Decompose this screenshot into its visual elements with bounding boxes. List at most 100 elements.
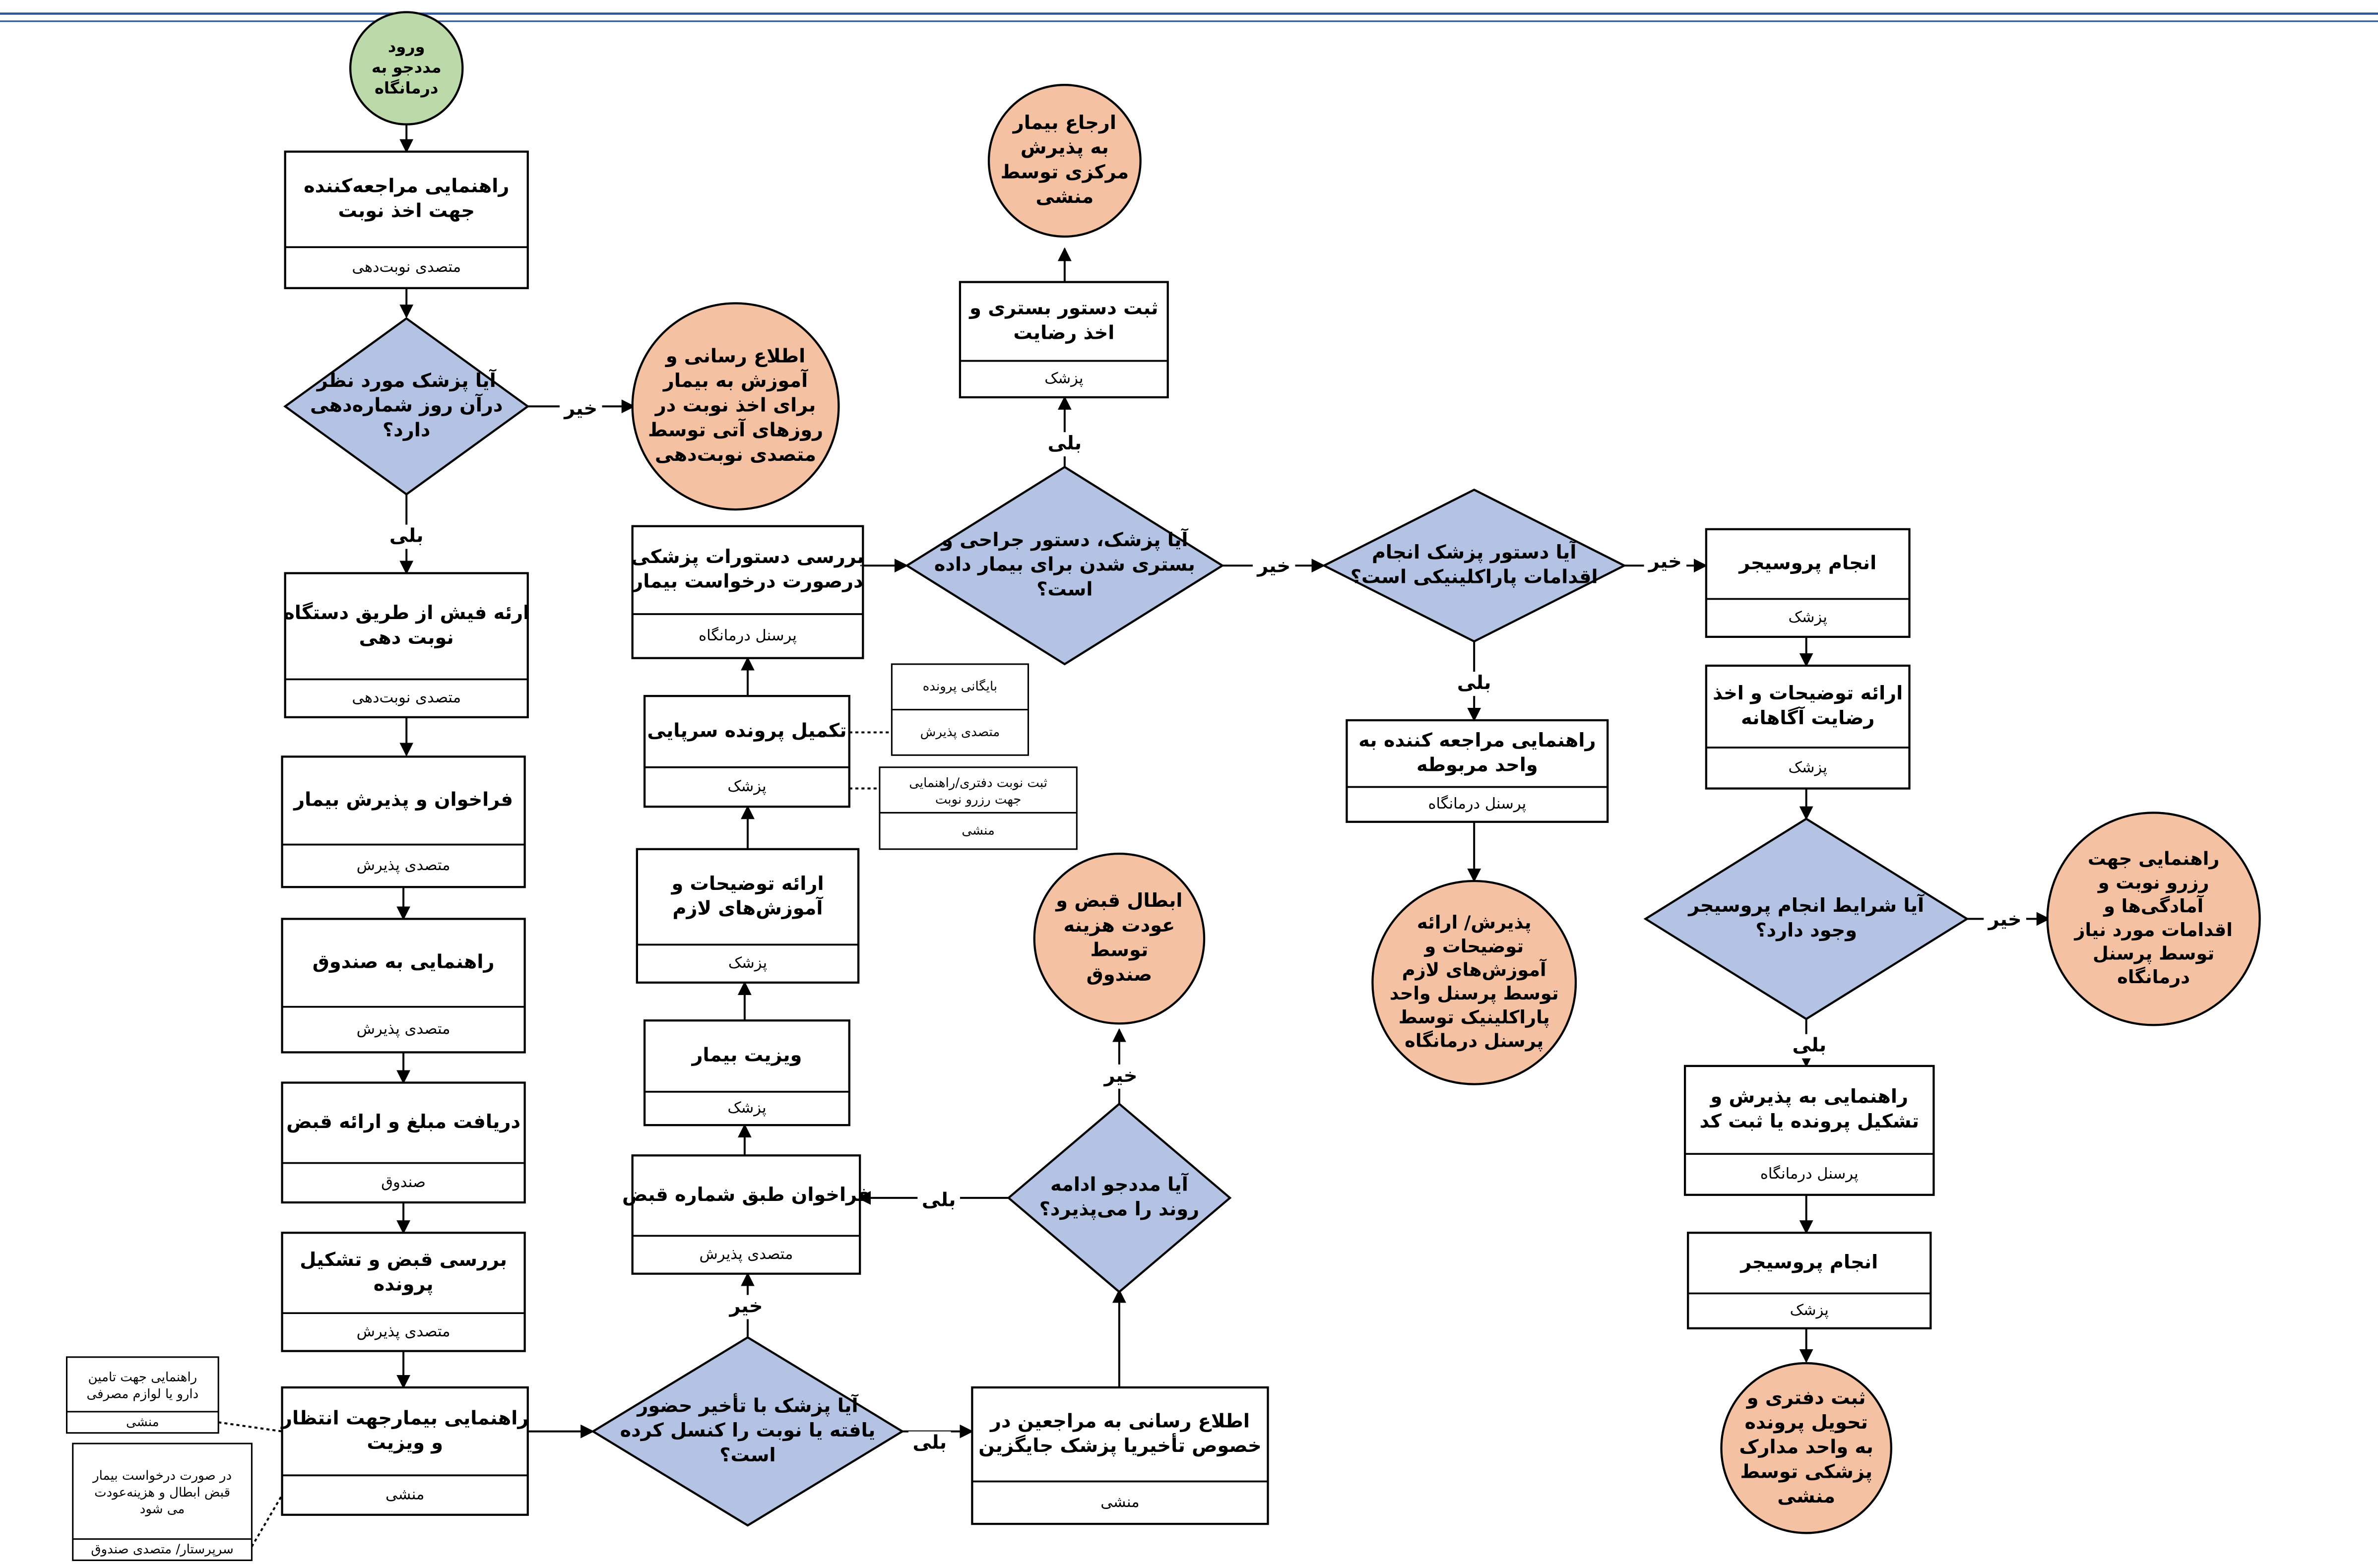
process-box-frame [636,848,860,984]
edge-label-backdrop [559,397,602,422]
decision-question: روند را می‌پذیرد؟ [1039,1198,1199,1220]
process-label: اطلاع رسانی به مراجعین در [989,1410,1250,1432]
edge-label: بلی [1792,1035,1826,1057]
process-box: راهنمایی مراجعه‌کننده جهت اخذ نوبت متصدی ن… [284,150,529,289]
process-actor: متصدی پذیرش [699,1246,793,1263]
end-label: به پذیرش [1021,137,1109,159]
decision-diamond: آیا پزشک، دستور جراحی و بستری شدن برای بی… [904,465,1224,666]
process-label: ارائه توضیحات و [670,873,824,895]
end-circle [1720,1362,1892,1534]
end-label: راهنمایی جهت [2088,848,2220,870]
end-label: رزرو نوبت و [2097,872,2209,893]
process-label: راهنمایی به صندوق [313,951,495,973]
edge-label: خیر [1256,556,1290,577]
process-box-frame [284,572,529,719]
edge-label: خیر [1648,551,1682,573]
process-label: جهت اخذ نوبت [338,200,475,222]
end-label: تحویل پرونده [1744,1412,1867,1434]
end-label: درمانگاه [2117,966,2190,988]
process-actor: پزشک [1789,609,1827,626]
end-circle [1033,852,1206,1025]
end-label: توضیحات و [1423,936,1524,957]
process-label: بررسی قبض و تشکیل [300,1249,507,1271]
process-label: بررسی دستورات پزشکی [631,546,864,568]
process-actor: پرسنل درمانگاه [1428,795,1526,813]
end-label: صندوق [1087,964,1152,986]
process-label: تکمیل پرونده سرپایی [647,720,846,742]
end-label: توسط پرسنل واحد [1390,983,1559,1004]
process-box-frame [281,1386,529,1516]
end-label: ثبت دفتری و [1746,1387,1866,1409]
decision-question: بستری شدن برای بیمار داده [934,554,1195,576]
start-label: ورود [388,37,425,56]
end-label: پزشکی توسط [1740,1461,1872,1483]
process-box: راهنمایی به صندوق متصدی پذیرش [281,918,526,1054]
start-circle [349,11,464,125]
start-label: مددجو به [372,58,442,77]
note-text: قبض ابطال و هزینه‌عودت [94,1485,230,1500]
note-text: دارو یا لوازم مصرفی [86,1386,198,1401]
process-box-frame [1346,719,1609,823]
note-box-frame [891,709,1029,756]
process-label: آموزش‌های لازم [673,896,824,919]
process-actor: پزشک [1044,370,1083,387]
process-actor: منشی [386,1486,424,1504]
process-label: راهنمایی بیمارجهت انتظار [280,1407,528,1429]
process-label: راهنمایی مراجعه‌کننده [304,176,509,197]
decision-question: یافته یا نوبت را کنسل کرده [620,1420,876,1442]
process-actor: صندوق [381,1174,426,1191]
edge-label-backdrop [385,524,428,549]
end-circle [1371,879,1577,1085]
decision-question: آیا پزشک مورد نظر [316,369,497,392]
process-actor: متصدی نوبت‌دهی [352,689,461,706]
end-label: پذیرش/ ارائه [1417,912,1532,933]
process-actor: متصدی پذیرش [357,857,450,874]
decision-question: آیا مددجو ادامه [1050,1173,1189,1196]
process-actor: متصدی پذیرش [357,1020,450,1038]
edge-label-backdrop [725,1295,768,1319]
process-actor: متصدی نوبت‌دهی [352,258,461,276]
process-box-frame [284,150,529,289]
decision-shape [1007,1102,1232,1294]
end-circle [2046,812,2261,1026]
note-text: ثبت نوبت دفتری/راهنمایی [909,775,1047,790]
edge-label-backdrop [1788,1034,1831,1059]
decision-shape [591,1336,904,1527]
decision-question: آیا پزشک با تأخیر حضور [636,1393,858,1417]
end-label: متصدی نوبت‌دهی [655,444,816,466]
edge-label: بلی [389,525,424,547]
decision-question: آیا پزشک، دستور جراحی و [940,528,1188,551]
process-box-frame [1683,1065,1935,1196]
process-label: انجام پروسیجر [1739,1252,1878,1273]
note-text: راهنمایی جهت تامین [88,1370,197,1385]
process-label: راهنمایی به پذیرش و [1709,1086,1908,1108]
end-label: روزهای آتی توسط [648,418,823,441]
end-label: آموزش‌های لازم [1402,958,1547,980]
process-box-frame [643,694,850,808]
process-label: رضایت آگاهانه [1741,706,1874,729]
decision-shape [1643,817,1969,1020]
decision-question: است؟ [719,1444,775,1466]
end-label: پرسنل درمانگاه [1405,1030,1543,1052]
process-actor: پزشک [728,954,767,972]
note-actor: سرپرستار/ متصدی صندوق [91,1542,233,1557]
process-box-frame [643,1019,850,1127]
edge-label: خیر [728,1295,763,1317]
end-circle [987,84,1142,238]
start-label: درمانگاه [375,78,439,97]
decision-question: درآن روز شماره‌دهی [310,393,503,417]
